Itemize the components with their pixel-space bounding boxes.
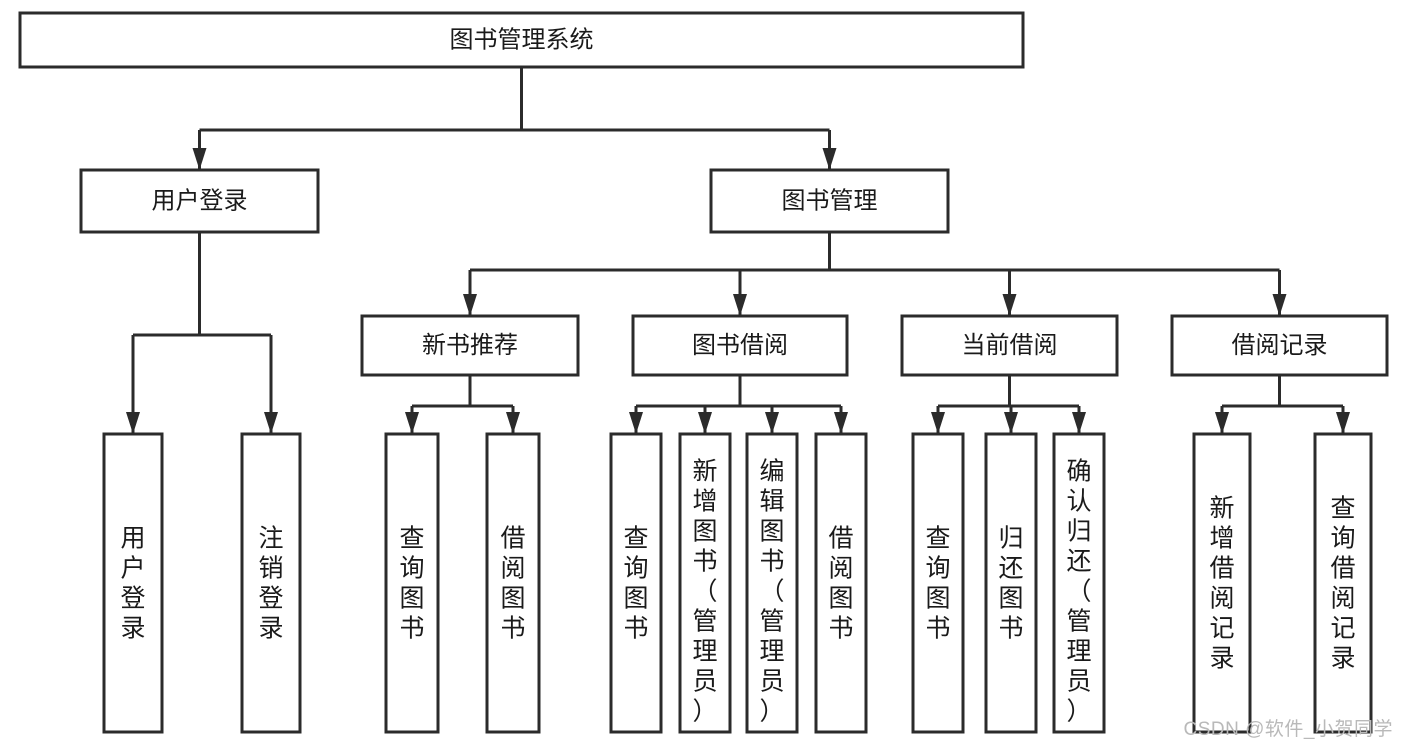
edge-book-borrow-arrow-3 <box>834 412 848 434</box>
edge-book-borrow-arrow-1 <box>698 412 712 434</box>
node-leaf-add-book-admin[interactable]: 新增图书（管理员） <box>678 432 732 734</box>
node-leaf-borrow-book-box[interactable] <box>814 432 868 734</box>
node-new-book-recommend-box[interactable] <box>360 314 580 377</box>
node-book-manage-label: 图书管理 <box>782 187 878 214</box>
node-borrow-record-label: 借阅记录 <box>1232 332 1328 359</box>
node-root-system[interactable]: 图书管理系统 <box>18 11 1025 69</box>
edge-book-borrow-arrow-0 <box>629 412 643 434</box>
node-root-system-label: 图书管理系统 <box>450 26 594 53</box>
node-leaf-query-book-borrow-box[interactable] <box>609 432 663 734</box>
node-leaf-query-book-cur-label: 查询图书 <box>925 524 950 642</box>
edge-current-borrow-arrow-0 <box>931 412 945 434</box>
watermark-label: CSDN @软件_小贺同学 <box>1183 719 1393 740</box>
node-leaf-query-book-cur[interactable]: 查询图书 <box>911 432 965 734</box>
node-leaf-query-borrow-record-label: 查询借阅记录 <box>1330 494 1355 672</box>
node-leaf-user-login-box[interactable] <box>102 432 164 734</box>
node-leaf-user-login[interactable]: 用户登录 <box>102 432 164 734</box>
edge-new-book-recommend-arrow-1 <box>506 412 520 434</box>
node-borrow-record[interactable]: 借阅记录 <box>1170 314 1389 377</box>
node-leaf-query-borrow-record[interactable]: 查询借阅记录 <box>1313 432 1373 734</box>
edge-book-manage-arrow-0 <box>463 294 477 316</box>
node-new-book-recommend[interactable]: 新书推荐 <box>360 314 580 377</box>
node-leaf-borrow-book-rec-label: 借阅图书 <box>500 524 525 642</box>
node-leaf-return-book[interactable]: 归还图书 <box>984 432 1038 734</box>
edge-current-borrow-arrow-1 <box>1004 412 1018 434</box>
node-leaf-return-book-box[interactable] <box>984 432 1038 734</box>
node-leaf-query-book-cur-box[interactable] <box>911 432 965 734</box>
node-book-borrow[interactable]: 图书借阅 <box>631 314 849 377</box>
node-leaf-user-login-label: 用户登录 <box>120 524 145 642</box>
node-user-login[interactable]: 用户登录 <box>79 168 320 234</box>
node-book-manage[interactable]: 图书管理 <box>709 168 950 234</box>
edge-user-login-arrow-1 <box>264 412 278 434</box>
node-current-borrow-label: 当前借阅 <box>962 332 1058 359</box>
node-leaf-borrow-book[interactable]: 借阅图书 <box>814 432 868 734</box>
node-leaf-confirm-return-admin[interactable]: 确认归还（管理员） <box>1052 432 1106 734</box>
node-user-login-label: 用户登录 <box>152 187 248 214</box>
edge-new-book-recommend-arrow-0 <box>405 412 419 434</box>
node-borrow-record-box[interactable] <box>1170 314 1389 377</box>
edge-user-login-arrow-0 <box>126 412 140 434</box>
node-leaf-add-borrow-record[interactable]: 新增借阅记录 <box>1192 432 1252 734</box>
node-leaf-confirm-return-admin-box[interactable] <box>1052 432 1106 734</box>
edge-book-manage-arrow-1 <box>733 294 747 316</box>
edge-book-manage-arrow-2 <box>1002 294 1017 316</box>
edge-current-borrow-arrow-2 <box>1072 412 1086 434</box>
edge-borrow-record-arrow-0 <box>1215 412 1229 434</box>
node-leaf-query-book-rec-label: 查询图书 <box>399 524 424 642</box>
node-book-borrow-label: 图书借阅 <box>692 332 788 359</box>
node-new-book-recommend-label: 新书推荐 <box>422 332 518 359</box>
node-current-borrow[interactable]: 当前借阅 <box>900 314 1119 377</box>
node-leaf-add-borrow-record-box[interactable] <box>1192 432 1252 734</box>
node-leaf-return-book-label: 归还图书 <box>998 524 1023 642</box>
node-leaf-logout-login-box[interactable] <box>240 432 302 734</box>
node-leaf-query-book-rec-box[interactable] <box>384 432 440 734</box>
node-leaf-query-borrow-record-box[interactable] <box>1313 432 1373 734</box>
edge-root-arrow-0 <box>192 148 207 170</box>
node-leaf-add-book-admin-box[interactable] <box>678 432 732 734</box>
node-leaf-add-borrow-record-label: 新增借阅记录 <box>1209 494 1234 672</box>
node-leaf-logout-login-label: 注销登录 <box>258 524 283 642</box>
node-leaf-query-book-borrow-label: 查询图书 <box>623 524 648 642</box>
node-leaf-query-book-borrow[interactable]: 查询图书 <box>609 432 663 734</box>
edge-book-borrow-arrow-2 <box>765 412 779 434</box>
node-leaf-add-book-admin-label: 新增图书（管理员） <box>692 457 717 725</box>
node-root-system-box[interactable] <box>18 11 1025 69</box>
node-leaf-borrow-book-rec-box[interactable] <box>485 432 541 734</box>
node-leaf-edit-book-admin-label: 编辑图书（管理员） <box>759 457 784 725</box>
node-leaf-logout-login[interactable]: 注销登录 <box>240 432 302 734</box>
node-leaf-borrow-book-rec[interactable]: 借阅图书 <box>485 432 541 734</box>
node-leaf-confirm-return-admin-label: 确认归还（管理员） <box>1066 457 1091 725</box>
edge-root-arrow-1 <box>822 148 837 170</box>
node-leaf-edit-book-admin[interactable]: 编辑图书（管理员） <box>745 432 799 734</box>
node-leaf-borrow-book-label: 借阅图书 <box>828 524 853 642</box>
node-user-login-box[interactable] <box>79 168 320 234</box>
nodes-layer: 图书管理系统用户登录图书管理新书推荐图书借阅当前借阅借阅记录用户登录注销登录查询… <box>18 11 1389 734</box>
node-current-borrow-box[interactable] <box>900 314 1119 377</box>
edge-book-manage-arrow-3 <box>1272 294 1287 316</box>
node-book-manage-box[interactable] <box>709 168 950 234</box>
node-book-borrow-box[interactable] <box>631 314 849 377</box>
edge-borrow-record-arrow-1 <box>1336 412 1350 434</box>
node-leaf-query-book-rec[interactable]: 查询图书 <box>384 432 440 734</box>
node-leaf-edit-book-admin-box[interactable] <box>745 432 799 734</box>
edges-layer <box>126 67 1350 434</box>
